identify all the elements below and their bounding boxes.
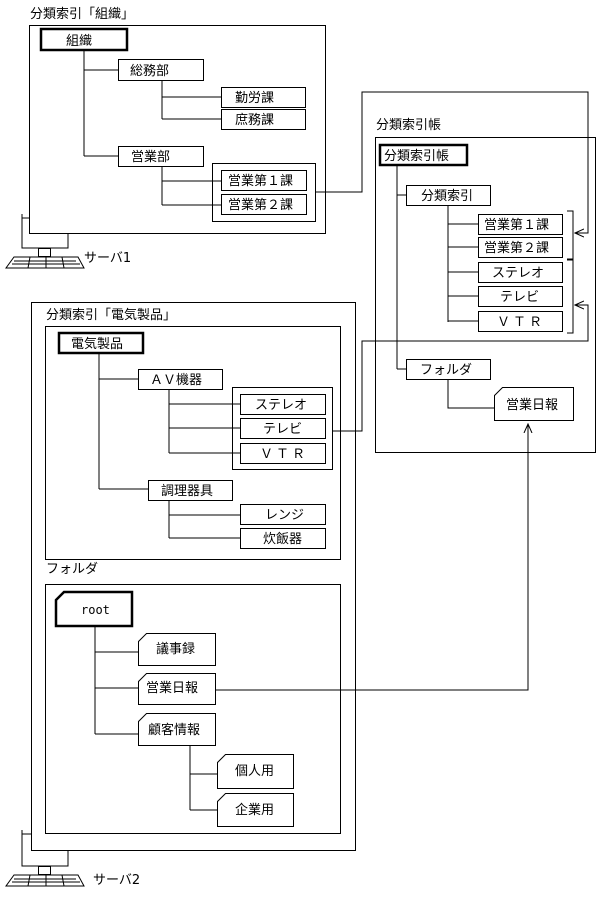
server2-doc3-node[interactable]: [138, 713, 216, 746]
book-folder-node[interactable]: [406, 359, 491, 380]
server2-label: サーバ2: [93, 873, 140, 888]
server1-root-node[interactable]: [39, 27, 129, 52]
server2-cat1-group: [232, 387, 333, 470]
server2-cat2-label: 調理器具: [161, 484, 213, 499]
server1-dept2-sub1-label: 営業第１課: [228, 173, 293, 189]
book-item3-node[interactable]: [478, 262, 563, 283]
connector-org-to-book: [315, 91, 589, 233]
server2-category-panel: [45, 326, 341, 560]
book-index-label: 分類索引: [421, 189, 473, 204]
server2-root-node[interactable]: [57, 331, 145, 355]
book-item3-label: ステレオ: [492, 266, 544, 281]
server2-category-tree-lines: [98, 353, 240, 539]
server2-doc3-sub1-label: 個人用: [235, 764, 274, 779]
book-item4-node[interactable]: [478, 286, 563, 307]
book-panel-title: 分類索引帳: [376, 118, 441, 133]
book-root-label: 分類索引帳: [384, 149, 449, 164]
book-index-node[interactable]: [406, 185, 491, 206]
server2-cat2-sub2-node[interactable]: [240, 528, 326, 549]
book-root-node[interactable]: [378, 143, 469, 167]
server2-cat2-sub1-node[interactable]: [240, 504, 326, 525]
book-item2-label: 営業第２課: [484, 240, 549, 256]
server2-cat1-node[interactable]: [138, 369, 223, 390]
server1-tree-lines: [83, 50, 221, 206]
server2-cat1-sub1-label: ステレオ: [255, 398, 307, 413]
book-doc-label: 営業日報: [506, 397, 558, 413]
server1-computer-icon: [5, 214, 85, 269]
connector-doc-to-book: [215, 424, 528, 691]
book-doc-node[interactable]: [494, 387, 574, 421]
server2-doc3-sub1-node[interactable]: [217, 754, 294, 789]
server2-cat1-sub3-label: ＶＴＲ: [260, 447, 308, 462]
server1-root-label: 組織: [66, 34, 92, 49]
book-item4-label: テレビ: [500, 290, 539, 305]
server2-cat1-sub3-node[interactable]: [240, 443, 326, 464]
server2-cat2-node[interactable]: [148, 480, 233, 501]
server1-dept1-sub2-label: 庶務課: [235, 112, 274, 128]
server2-folder-root-node[interactable]: [54, 590, 134, 628]
server2-doc3-label: 顧客情報: [148, 722, 200, 738]
book-item5-node[interactable]: [478, 311, 563, 332]
server2-folder-tree-lines: [94, 626, 217, 811]
server2-doc1-label: 議事録: [156, 642, 195, 657]
server2-cat2-sub1-label: レンジ: [265, 508, 304, 523]
book-panel: [375, 137, 596, 453]
server2-panel-title: 分類索引「電気製品」: [46, 307, 176, 323]
server1-panel-title: 分類索引「組織」: [30, 7, 134, 22]
book-item1-node[interactable]: [478, 214, 563, 235]
server2-doc3-sub2-node[interactable]: [217, 793, 294, 827]
server2-cat2-sub2-label: 炊飯器: [263, 532, 302, 547]
server2-panel: [31, 302, 356, 851]
server1-dept1-sub1-label: 勤労課: [235, 90, 274, 106]
server1-dept1-node[interactable]: [118, 59, 204, 81]
book-bracket-av: [567, 259, 574, 334]
server2-root-label: 電気製品: [71, 336, 123, 352]
server2-computer-icon: [5, 830, 85, 887]
server1-dept2-node[interactable]: [118, 146, 204, 167]
server1-label: サーバ1: [84, 251, 131, 266]
server2-folder-title: フォルダ: [46, 562, 98, 577]
server1-dept2-sub2-node[interactable]: [221, 194, 307, 215]
server1-dept2-sub1-node[interactable]: [221, 170, 307, 191]
server2-folder-root-label: root: [81, 603, 110, 617]
server1-dept1-sub1-node[interactable]: [221, 87, 306, 108]
server2-doc2-label: 営業日報: [146, 680, 198, 696]
server2-cat1-sub2-node[interactable]: [240, 418, 326, 439]
server2-doc2-node[interactable]: [138, 673, 216, 705]
server1-panel: [29, 25, 326, 234]
server1-dept1-label: 総務部: [130, 64, 169, 79]
server2-cat1-sub1-node[interactable]: [240, 394, 326, 415]
server2-cat1-label: ＡＶ機器: [150, 373, 202, 388]
book-item2-node[interactable]: [478, 237, 563, 258]
connector-av-to-book: [332, 305, 589, 432]
book-folder-label: フォルダ: [420, 363, 472, 378]
server2-cat1-sub2-label: テレビ: [263, 422, 302, 437]
book-bracket-org: [567, 210, 574, 260]
book-item1-label: 営業第１課: [484, 217, 549, 233]
server1-dept2-label: 営業部: [131, 149, 170, 165]
server2-doc1-node[interactable]: [138, 633, 216, 666]
server2-folder-panel: [45, 584, 341, 834]
book-tree-lines: [396, 164, 494, 409]
server2-doc3-sub2-label: 企業用: [235, 802, 274, 818]
server1-dept1-sub2-node[interactable]: [221, 109, 306, 130]
book-item5-label: ＶＴＲ: [497, 315, 545, 330]
server1-dept2-sub2-label: 営業第２課: [228, 197, 293, 213]
